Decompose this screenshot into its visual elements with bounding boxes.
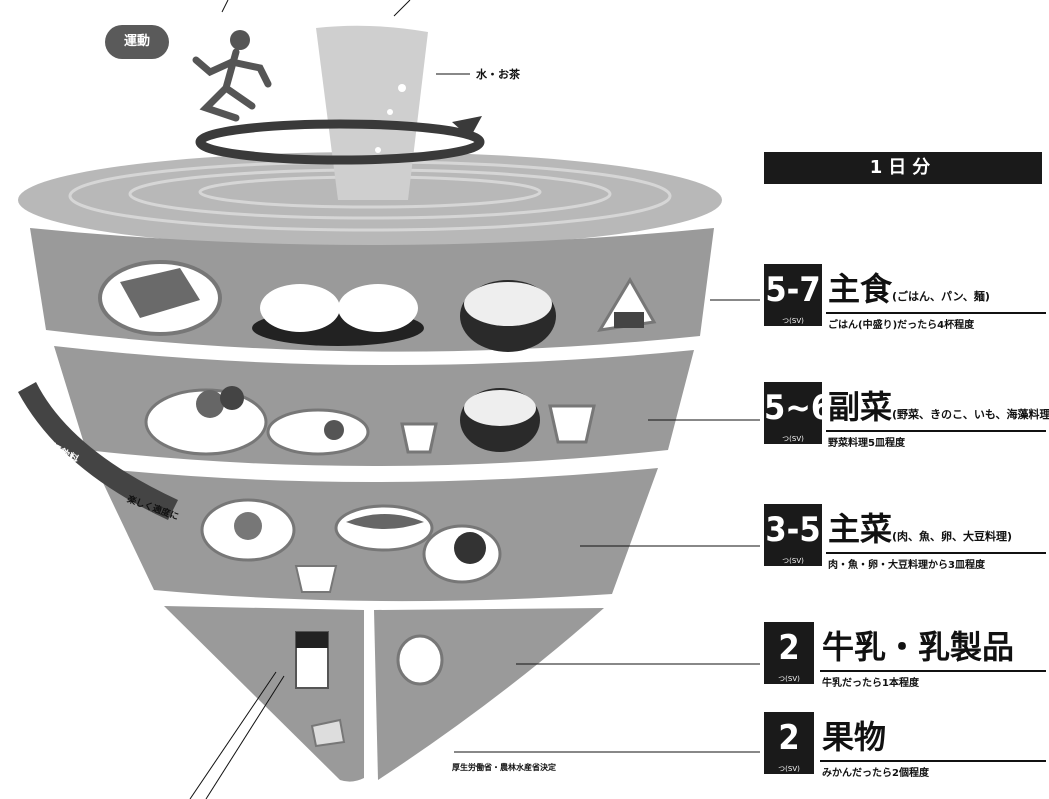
salad-bowl [266,408,370,456]
tier-side-dish [54,346,694,466]
category-name: 主菜(肉、魚、卵、大豆料理) [828,510,1013,548]
category-note: 肉・魚・卵・大豆料理から3皿程度 [828,560,985,571]
top-right-line [393,0,411,17]
category-name: 果物 [822,718,887,756]
small-cup [400,422,438,454]
category-rule [826,552,1046,554]
category-name: 主食(ごはん、パン、麺) [828,270,990,308]
category-main-dish: 3-5 つ(SV) 主菜(肉、魚、卵、大豆料理) 肉・魚・卵・大豆料理から3皿程… [764,504,1049,571]
category-fruit: 2 つ(SV) 果物 みかんだったら2個程度 [764,712,1049,779]
bottom-left-line [189,671,277,799]
water-tea-label: 水・お茶 [476,68,520,81]
category-side-dish: 5~6 つ(SV) 副菜(野菜、きのこ、いも、海藻料理) 野菜料理5皿程度 [764,382,1049,449]
servings-number: 2 [764,622,814,674]
servings-number: 3-5 [764,504,822,556]
category-name: 副菜(野菜、きのこ、いも、海藻料理) [828,388,1049,426]
category-note: ごはん(中盛り)だったら4杯程度 [828,320,975,331]
servings-unit: つ(SV) [764,316,822,326]
category-staple: 5-7 つ(SV) 主食(ごはん、パン、麺) ごはん(中盛り)だったら4杯程度 [764,264,1049,331]
snacks-ribbon [18,382,178,520]
tofu-cup [294,565,338,593]
tier-fruit [374,608,604,780]
top-left-line [221,0,229,13]
category-rule [826,430,1046,432]
cheese [310,718,346,748]
category-rule [820,760,1046,762]
category-rule [826,312,1046,314]
servings-unit: つ(SV) [764,674,814,684]
category-rule [820,670,1046,672]
tier-milk [164,606,364,782]
bottom-right-line [205,675,285,799]
apple [396,634,444,686]
category-name: 牛乳・乳製品 [822,628,1015,666]
servings-unit: つ(SV) [764,764,814,774]
servings-number: 5-7 [764,264,822,316]
servings-unit: つ(SV) [764,434,822,444]
side-cup [548,404,596,444]
running-person-icon [192,30,272,122]
servings-number: 5~6 [764,382,832,434]
servings-unit: つ(SV) [764,556,822,566]
category-note: 野菜料理5皿程度 [828,438,905,449]
rotation-arrow [195,119,485,165]
footer-credit: 厚生労働省・農林水産省決定 [452,763,556,772]
category-milk: 2 つ(SV) 牛乳・乳製品 牛乳だったら1本程度 [764,622,1049,689]
category-note: 牛乳だったら1本程度 [822,678,919,689]
exercise-badge: 運動 [105,25,169,59]
category-note: みかんだったら2個程度 [822,768,929,779]
per-day-header: 1日分 [764,152,1042,184]
servings-number: 2 [764,712,814,764]
